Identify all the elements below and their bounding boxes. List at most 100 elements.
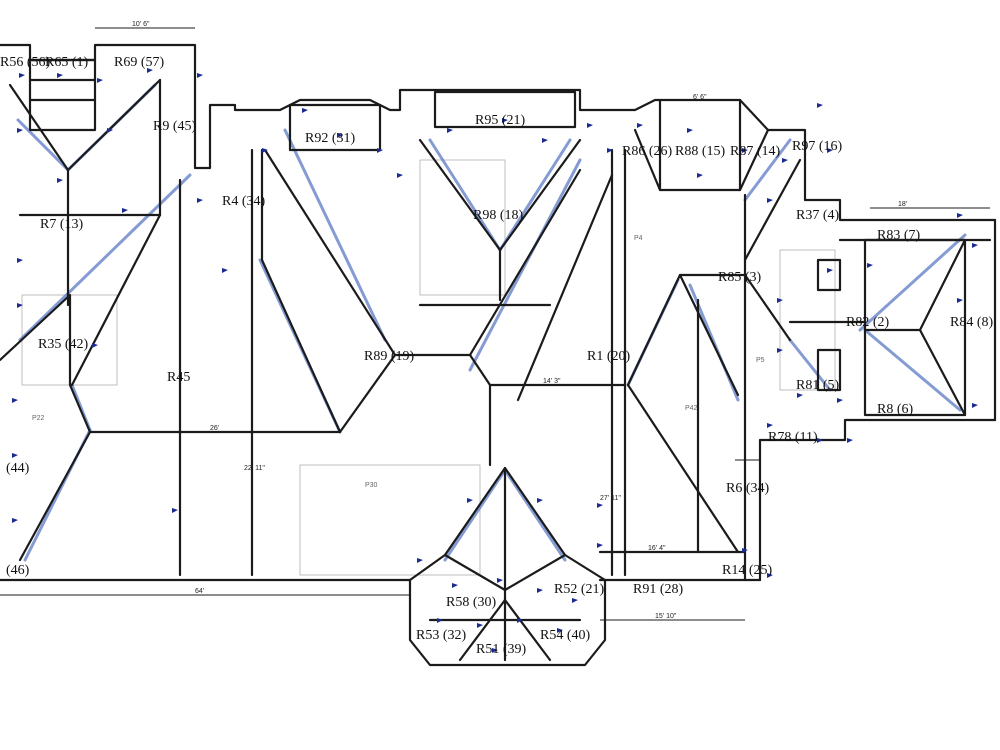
roof-label-r82: R82 (2) (846, 315, 890, 330)
roof-label-r7: R7 (13) (40, 217, 84, 232)
pitch-arrow-icon (827, 268, 833, 273)
facet-p30: P30 (365, 482, 378, 489)
pitch-arrow-icon (452, 583, 458, 588)
dim-16: 16' 4" (648, 545, 666, 552)
roof-label-r45: R45 (167, 370, 190, 385)
roof-label-r69: R69 (57) (114, 55, 165, 70)
pitch-arrow-icon (597, 503, 603, 508)
pitch-arrow-icon (847, 438, 853, 443)
roof-label-r54: R54 (40) (540, 628, 591, 643)
pitch-arrow-icon (817, 438, 823, 443)
facet-p42: P42 (685, 405, 698, 412)
roof-label-r51: R51 (39) (476, 642, 527, 657)
roof-label-r8: R8 (6) (877, 402, 914, 417)
roof-label-r78: R78 (11) (768, 430, 818, 445)
pitch-arrow-icon (172, 508, 178, 513)
roof-label-r89: R89 (19) (364, 349, 415, 364)
pitch-arrow-icon (777, 298, 783, 303)
pitch-arrow-icon (262, 148, 268, 153)
roof-label-r46: (46) (6, 563, 30, 578)
roof-label-r84: R84 (8) (950, 315, 994, 330)
dim-27: 27' 11" (600, 495, 621, 502)
roof-label-r86: R86 (26) (622, 144, 673, 159)
roof-label-r6: R6 (34) (726, 481, 770, 496)
dim-bottom: 64' (195, 588, 204, 595)
roof-label-r14: R14 (25) (722, 563, 773, 578)
pitch-markers (12, 68, 978, 653)
pitch-arrow-icon (492, 648, 498, 653)
pitch-arrow-icon (12, 453, 18, 458)
pitch-arrow-icon (197, 198, 203, 203)
pitch-arrow-icon (972, 243, 978, 248)
pitch-arrow-icon (972, 403, 978, 408)
roof-label-r44: (44) (6, 461, 30, 476)
roof-label-r98: R98 (18) (473, 208, 524, 223)
pitch-arrow-icon (767, 198, 773, 203)
pitch-arrow-icon (687, 128, 693, 133)
roof-label-r81: R81 (5) (796, 378, 840, 393)
pitch-arrow-icon (782, 158, 788, 163)
roof-label-r53: R53 (32) (416, 628, 467, 643)
pitch-arrow-icon (817, 103, 823, 108)
pitch-arrow-icon (17, 128, 23, 133)
pitch-arrow-icon (537, 588, 543, 593)
roof-label-r52: R52 (21) (554, 582, 605, 597)
roof-label-r91: R91 (28) (633, 582, 684, 597)
roof-label-r9: R9 (45) (153, 119, 197, 134)
pitch-arrow-icon (837, 398, 843, 403)
pitch-arrow-icon (17, 258, 23, 263)
pitch-arrow-icon (97, 78, 103, 83)
pitch-arrow-icon (57, 73, 63, 78)
pitch-arrow-icon (337, 133, 343, 138)
pitch-arrow-icon (92, 343, 98, 348)
pitch-arrow-icon (777, 348, 783, 353)
roof-outline (0, 43, 997, 667)
dimension-labels: 10' 6" 26' 14' 3" 64' 16' 4" 15' 10" 18'… (132, 21, 907, 620)
pitch-arrow-icon (502, 118, 508, 123)
pitch-arrow-icon (437, 618, 443, 623)
pitch-arrow-icon (597, 543, 603, 548)
dimension-lines (0, 27, 990, 621)
pitch-arrow-icon (477, 623, 483, 628)
pitch-arrow-icon (542, 138, 548, 143)
pitch-arrow-icon (417, 558, 423, 563)
pitch-arrow-icon (742, 548, 748, 553)
pitch-arrow-icon (587, 123, 593, 128)
pitch-arrow-icon (377, 148, 383, 153)
facet-labels: P30 P42 P4 P5 P22 (32, 235, 765, 489)
dim-6a: 6' 6" (693, 94, 707, 101)
roof-label-r35: R35 (42) (38, 337, 89, 352)
pitch-arrow-icon (12, 518, 18, 523)
pitch-arrow-icon (17, 303, 23, 308)
pitch-arrow-icon (957, 298, 963, 303)
pitch-arrow-icon (517, 618, 523, 623)
roof-label-r1: R1 (20) (587, 349, 631, 364)
pitch-arrow-icon (767, 573, 773, 578)
facet-p5: P5 (756, 357, 765, 364)
roof-label-r37: R37 (4) (796, 208, 840, 223)
pitch-arrow-icon (12, 398, 18, 403)
dim-14: 14' 3" (543, 378, 561, 385)
pitch-arrow-icon (19, 73, 25, 78)
pitch-arrow-icon (607, 148, 613, 153)
pitch-arrow-icon (122, 208, 128, 213)
pitch-arrow-icon (147, 68, 153, 73)
pitch-arrow-icon (742, 148, 748, 153)
pitch-arrow-icon (57, 178, 63, 183)
pitch-arrow-icon (697, 173, 703, 178)
roof-label-r65: R65 (1) (45, 55, 89, 70)
roof-label-r85: R85 (3) (718, 270, 762, 285)
pitch-arrow-icon (107, 128, 113, 133)
pitch-arrow-icon (637, 123, 643, 128)
pitch-arrow-icon (572, 598, 578, 603)
pitch-arrow-icon (467, 498, 473, 503)
dim-mid: 26' (210, 425, 219, 432)
facet-p22: P22 (32, 415, 45, 422)
roof-label-r4: R4 (34) (222, 194, 266, 209)
pitch-arrow-icon (557, 628, 563, 633)
pitch-arrow-icon (447, 128, 453, 133)
pitch-arrow-icon (537, 498, 543, 503)
pitch-arrow-icon (397, 173, 403, 178)
pitch-arrow-icon (222, 268, 228, 273)
